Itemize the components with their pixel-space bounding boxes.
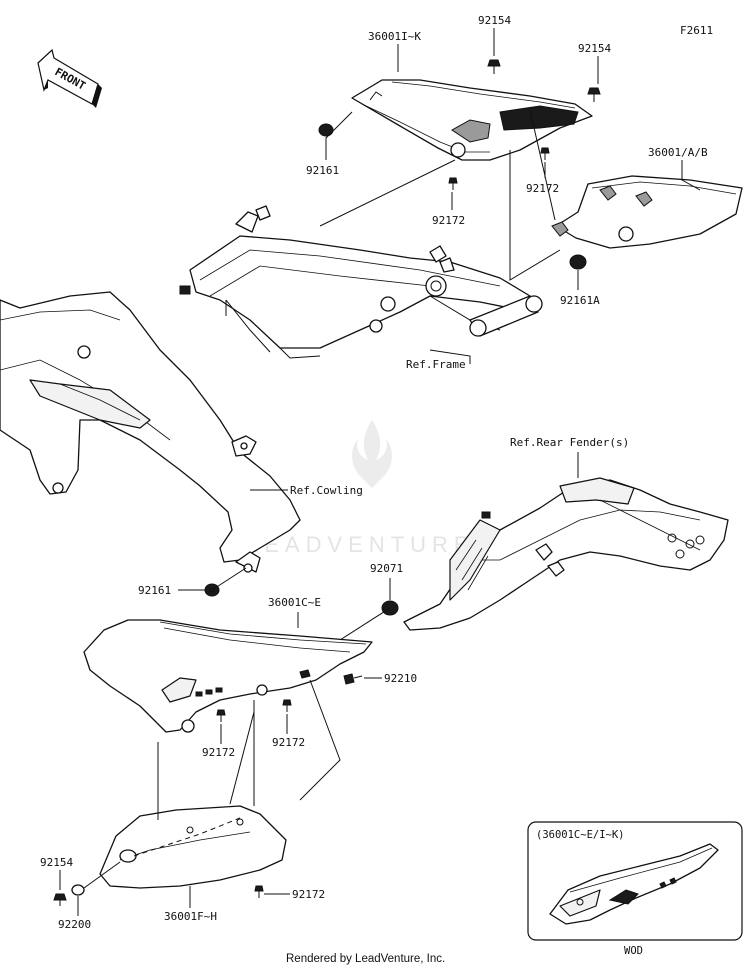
leader-lines-lower — [59, 567, 391, 916]
label-ref-rear-fender: Ref.Rear Fender(s) — [510, 436, 629, 449]
cowling-part — [0, 291, 301, 573]
upper-fasteners — [318, 59, 601, 270]
label-92161a: 92161A — [560, 294, 600, 307]
label-36001-fh: 36001F~H — [164, 910, 217, 923]
label-ref-frame: Ref.Frame — [406, 358, 466, 371]
label-36001-ce: 36001C~E — [268, 596, 321, 609]
label-ref-cowling: Ref.Cowling — [290, 484, 363, 497]
label-92172-d: 92172 — [272, 736, 305, 749]
label-92154-bottom: 92154 — [40, 856, 73, 869]
front-arrow-icon: FRONT — [37, 48, 102, 108]
side-panel-fh-part — [99, 805, 287, 889]
label-92154-top: 92154 — [478, 14, 511, 27]
rear-fender-part — [403, 477, 729, 631]
side-cover-ce-part — [83, 619, 373, 733]
inset-wod: (36001C~E/I~K) WOD — [527, 821, 743, 957]
label-36001-ab: 36001/A/B — [648, 146, 708, 159]
label-92071: 92071 — [370, 562, 403, 575]
label-92161-mid: 92161 — [138, 584, 171, 597]
part-labels: 36001I~K 92154 92154 36001/A/B 92161 921… — [40, 14, 708, 931]
label-92161-top: 92161 — [306, 164, 339, 177]
label-92172-a: 92172 — [526, 182, 559, 195]
leadventure-watermark: LEADVENTURE — [246, 420, 475, 557]
inset-caption: WOD — [624, 945, 643, 957]
label-92154-right: 92154 — [578, 42, 611, 55]
watermark-text: LEADVENTURE — [246, 532, 475, 557]
side-cover-ab-part — [551, 175, 743, 249]
rear-frame-part — [179, 205, 543, 359]
label-92172-e: 92172 — [292, 888, 325, 901]
label-92172-b: 92172 — [432, 214, 465, 227]
inset-title: (36001C~E/I~K) — [536, 829, 625, 841]
frame-leader — [429, 349, 471, 364]
label-36001-ik: 36001I~K — [368, 30, 421, 43]
label-92200: 92200 — [58, 918, 91, 931]
diagram-code: F2611 — [680, 24, 713, 37]
seat-cover-upper-part — [351, 79, 593, 161]
label-92210: 92210 — [384, 672, 417, 685]
render-credit: Rendered by LeadVenture, Inc. — [286, 953, 445, 965]
lower-fasteners — [53, 583, 399, 906]
leader-lines-upper — [319, 28, 701, 290]
label-92172-c: 92172 — [202, 746, 235, 759]
